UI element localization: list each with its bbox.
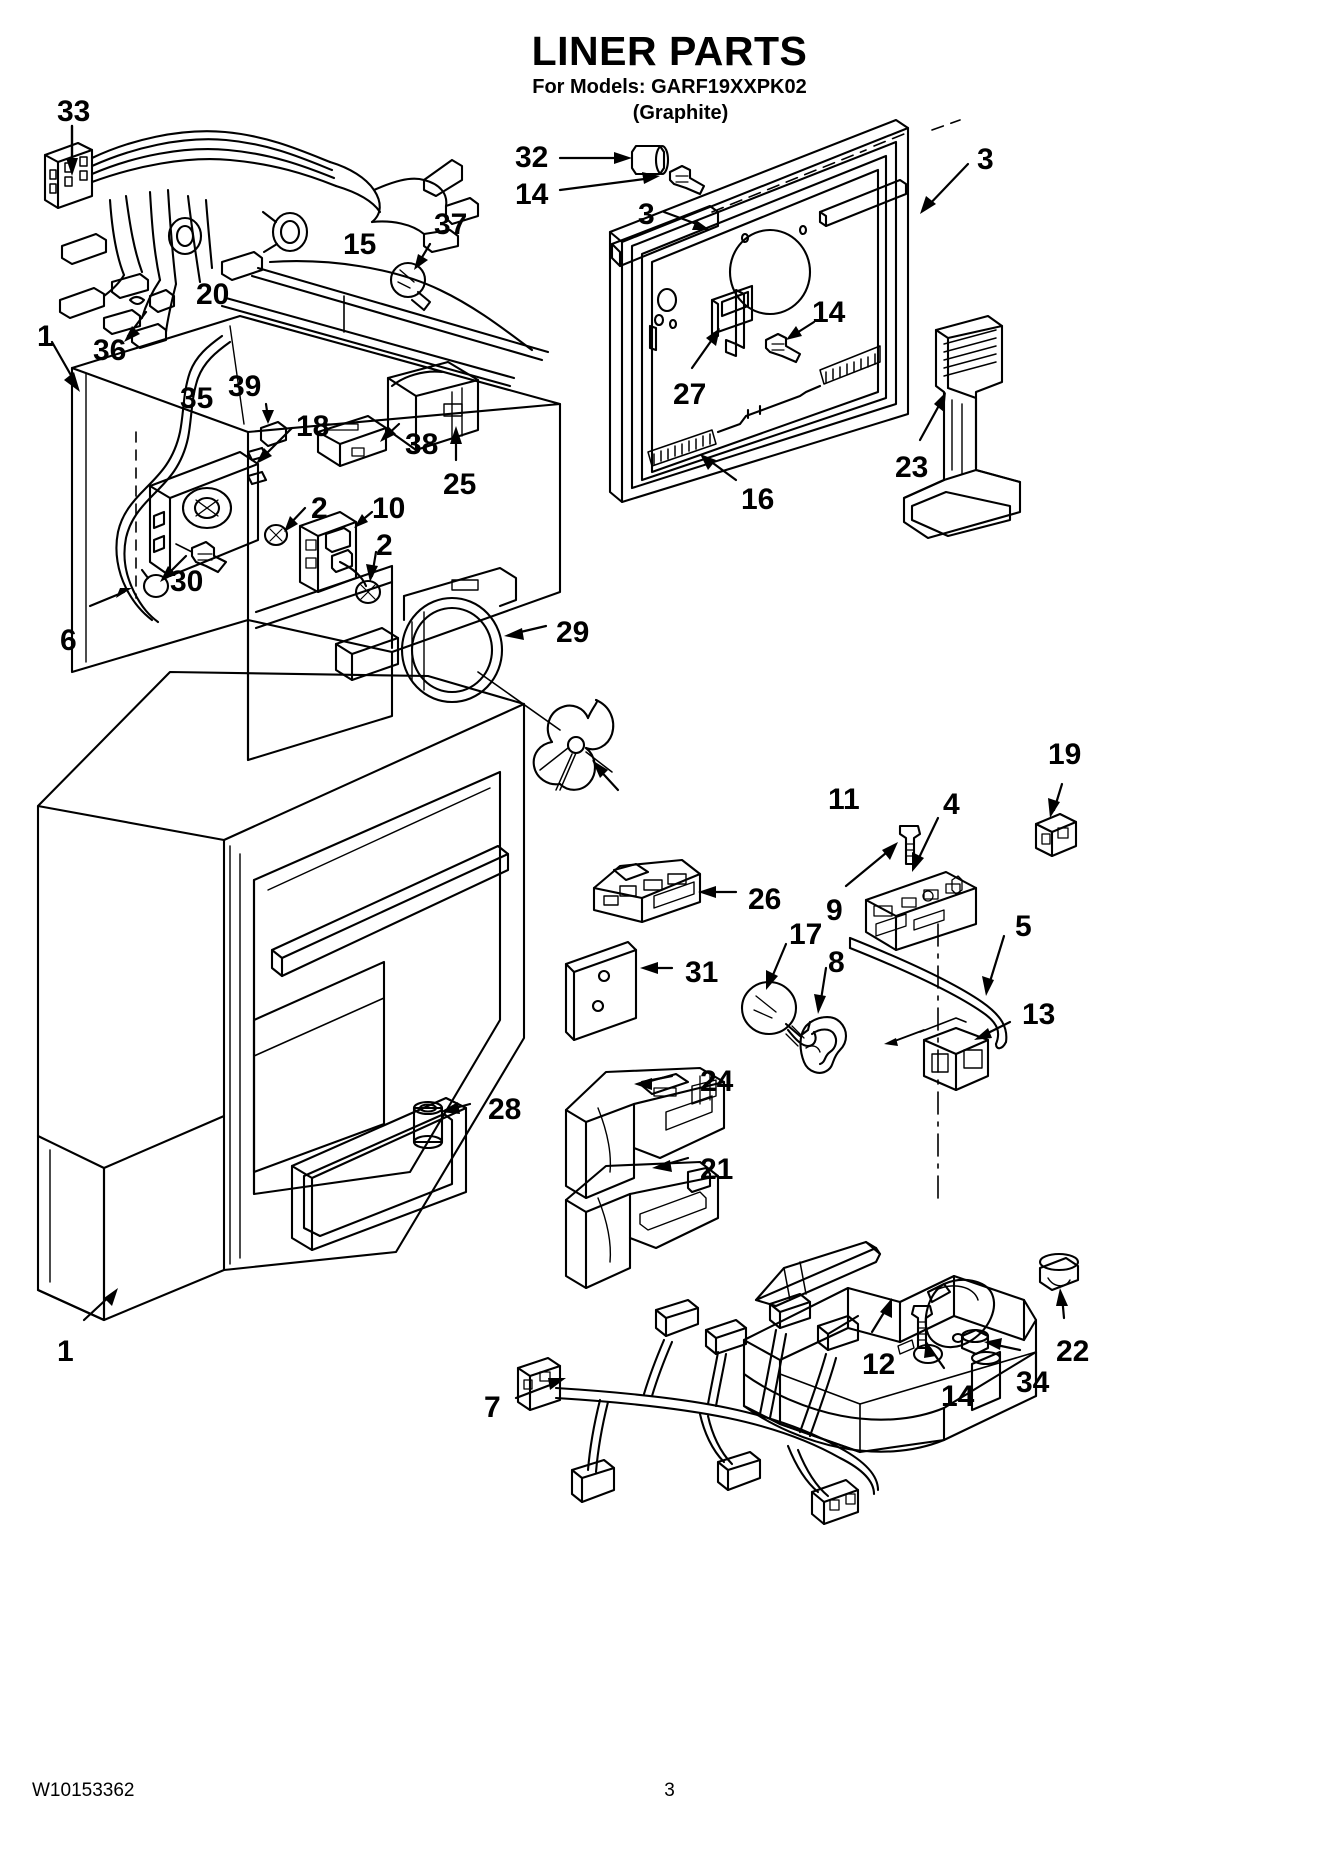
callout-31: 31	[685, 956, 719, 989]
part-dispenser-23	[902, 314, 1022, 540]
part-control-board-4	[864, 816, 978, 1201]
part-liner-upper	[50, 314, 562, 762]
part-bushing-28	[412, 1100, 472, 1150]
footer-part-number: W10153362	[32, 1780, 135, 1801]
callout-29: 29	[556, 616, 590, 649]
part-connector-19	[1034, 782, 1078, 858]
callout-9: 9	[826, 894, 843, 927]
callout-16: 16	[741, 483, 775, 516]
part-thermostat-10	[263, 506, 382, 605]
part-drain-tube-35	[115, 334, 232, 624]
part-wire-harness-lower-7	[514, 1292, 880, 1526]
part-damper-assembly-18	[148, 426, 294, 578]
callout-23: 23	[895, 451, 929, 484]
callout-25: 25	[443, 468, 477, 501]
part-drain-trough-6	[88, 588, 132, 608]
callout-6: 6	[60, 624, 77, 657]
callout-32: 32	[515, 141, 549, 174]
part-air-duct-upper-24	[564, 1066, 726, 1200]
callout-7: 7	[484, 1391, 501, 1424]
callout-39: 39	[228, 370, 262, 403]
part-wire-harness-upper	[43, 124, 480, 350]
part-bulb-socket-8	[799, 966, 848, 1074]
callout-17: 17	[789, 918, 823, 951]
callout-1-a: 1	[37, 320, 54, 353]
page-title: LINER PARTS	[531, 28, 808, 74]
models-line: For Models: GARF19XXPK02	[532, 76, 807, 98]
part-fan-shroud-29	[334, 566, 561, 731]
callout-20: 20	[196, 278, 230, 311]
part-nut-34	[960, 1328, 1022, 1356]
callout-2-b: 2	[376, 529, 393, 562]
part-screw-9	[844, 824, 922, 888]
callout-10: 10	[372, 492, 406, 525]
callout-22: 22	[1056, 1335, 1090, 1368]
part-clip-39	[259, 402, 288, 448]
callout-14-c: 14	[941, 1380, 975, 1413]
part-damper-control-13	[884, 1017, 1012, 1092]
callout-5: 5	[1015, 910, 1032, 943]
callout-14-a: 14	[515, 178, 549, 211]
callout-3-a: 3	[977, 143, 994, 176]
callout-37: 37	[434, 208, 468, 241]
part-clip-36	[124, 288, 176, 342]
part-air-duct-lower-21	[564, 1156, 720, 1290]
callout-13: 13	[1022, 998, 1056, 1031]
callout-36: 36	[93, 334, 127, 367]
callout-12: 12	[862, 1348, 896, 1381]
variant-label: (Graphite)	[632, 102, 729, 124]
callout-24: 24	[700, 1065, 734, 1098]
part-bulb-37	[389, 242, 432, 312]
callout-21: 21	[700, 1153, 734, 1186]
part-light-socket-assembly-26	[592, 858, 738, 924]
callout-19: 19	[1048, 738, 1082, 771]
callout-35: 35	[180, 382, 214, 415]
part-screw-14-lower	[910, 1304, 946, 1370]
part-water-tube-5	[848, 934, 1008, 1050]
footer-page-number: 3	[664, 1780, 675, 1801]
part-tube-assembly-20	[220, 250, 550, 388]
callout-15: 15	[343, 228, 377, 261]
callout-26: 26	[748, 883, 782, 916]
part-plug-button-32	[558, 144, 670, 176]
part-cover-38	[316, 414, 401, 468]
part-plate-31	[564, 940, 674, 1042]
callout-33: 33	[57, 95, 91, 128]
part-liner-cabinet	[36, 670, 526, 1322]
callout-38: 38	[405, 428, 439, 461]
callout-3-b: 3	[638, 198, 655, 231]
part-cap-22	[1038, 1252, 1080, 1320]
part-rear-panel-16	[608, 118, 970, 504]
callout-14-b: 14	[812, 296, 846, 329]
callout-8: 8	[828, 946, 845, 979]
part-light-shield-25	[386, 360, 480, 462]
callout-4: 4	[943, 788, 960, 821]
part-drain-pan-12	[742, 1240, 1038, 1454]
callout-28: 28	[488, 1093, 522, 1126]
callout-34: 34	[1016, 1366, 1050, 1399]
callout-2-a: 2	[311, 492, 328, 525]
callout-27: 27	[673, 378, 707, 411]
part-fan-blade-11	[532, 698, 620, 792]
part-screw-14-upper	[558, 164, 706, 196]
part-bulb-17	[740, 942, 817, 1048]
callout-11: 11	[828, 783, 860, 816]
callout-30: 30	[170, 565, 204, 598]
callout-18: 18	[296, 410, 330, 443]
callout-1-b: 1	[57, 1335, 74, 1368]
